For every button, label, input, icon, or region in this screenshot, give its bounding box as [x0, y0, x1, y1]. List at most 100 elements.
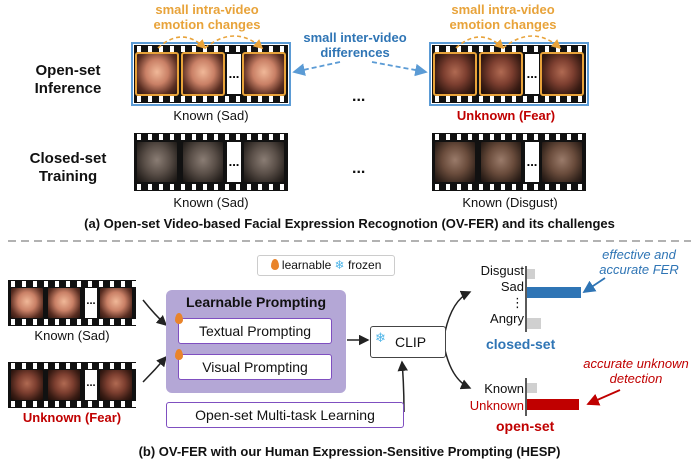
bar-unknown: [527, 399, 579, 410]
flame-icon: [270, 259, 279, 270]
ellipsis-bottom: ...: [352, 160, 366, 177]
face-frame: [481, 142, 521, 182]
film-strip-input-known-sad: ...: [8, 280, 136, 326]
face-frame: [48, 370, 80, 400]
closed-set-label: closed-set: [486, 336, 556, 352]
intra-arc: [455, 36, 505, 50]
closed-set-labels: Disgust Sad ⋮ Angry: [470, 263, 524, 327]
face-frame: [11, 370, 43, 400]
film-strip-closed-known-disgust: ...: [432, 133, 586, 191]
flow-arrow: [142, 355, 167, 383]
annotation-effective-line1: effective and: [602, 247, 676, 262]
film-strip-closed-known-sad: ...: [134, 133, 288, 191]
learnable-prompting-box: Learnable Prompting Textual Prompting Vi…: [166, 290, 346, 393]
caption-known-disgust: Known (Disgust): [462, 195, 558, 210]
row-label-closed-set-line1: Closed-set: [29, 150, 107, 167]
row-label-closed-set: Closed-set Training: [18, 150, 118, 186]
film-strip-open-unknown-fear: ...: [432, 45, 586, 103]
annotation-unknown: accurate unknown detection: [574, 356, 698, 386]
face-frame: [100, 288, 132, 318]
annotation-unknown-line2: detection: [609, 371, 663, 386]
clip-box: ❄ CLIP: [370, 326, 446, 358]
open-set-labels: Known Unknown: [452, 380, 524, 414]
film-ellipsis: ...: [525, 142, 539, 182]
face-frame: [183, 142, 223, 182]
intra-annotation-left-line1: small intra-video: [155, 2, 259, 17]
visual-prompting-box: Visual Prompting: [178, 354, 332, 380]
face-frame: [181, 52, 225, 96]
inter-arrow: [292, 61, 341, 76]
row-label-open-set-line1: Open-set: [35, 62, 101, 79]
face-frame: [244, 142, 284, 182]
flame-icon: [175, 313, 183, 324]
intra-annotation-right: small intra-video emotion changes: [438, 2, 568, 32]
closed-label-ellipsis: ⋮: [511, 295, 524, 310]
face-frame: [135, 52, 179, 96]
intra-annotation-right-line2: emotion changes: [449, 17, 557, 32]
inter-annotation-line2: differences: [320, 45, 390, 60]
intra-annotation-left-line2: emotion changes: [153, 17, 261, 32]
bar-known: [527, 383, 537, 393]
caption-known-sad-top: Known (Sad): [173, 108, 249, 123]
intra-annotation-left: small intra-video emotion changes: [142, 2, 272, 32]
flow-arrow: [142, 299, 168, 327]
face-frame: [433, 52, 477, 96]
face-frame: [100, 370, 132, 400]
open-set-label: open-set: [496, 418, 555, 434]
bar-angry: [527, 318, 541, 329]
intra-annotation-right-line1: small intra-video: [451, 2, 555, 17]
snowflake-icon: ❄: [375, 330, 386, 345]
legend-box: learnable ❄ frozen: [257, 255, 395, 276]
row-label-open-set: Open-set Inference: [18, 62, 118, 98]
film-strip-open-known-sad: ...: [134, 45, 288, 103]
film-ellipsis: ...: [227, 142, 241, 182]
film-ellipsis: ...: [227, 54, 241, 94]
closed-label-sad: Sad: [500, 279, 524, 294]
annotation-arrow-red: [586, 389, 621, 406]
row-label-closed-set-line2: Training: [38, 168, 98, 185]
row-label-open-set-line2: Inference: [34, 80, 102, 97]
ellipsis-top: ...: [352, 88, 366, 105]
inter-annotation: small inter-video differences: [290, 30, 420, 60]
intra-arc: [502, 35, 562, 50]
face-frame: [48, 288, 80, 318]
face-frame: [542, 142, 582, 182]
bar-disgust: [527, 269, 535, 279]
input-caption-known-sad: Known (Sad): [34, 328, 110, 343]
flame-icon: [175, 349, 183, 360]
part-a-title: (a) Open-set Video-based Facial Expressi…: [84, 216, 615, 231]
film-ellipsis: ...: [85, 288, 97, 318]
intra-arc: [157, 36, 207, 50]
intra-arc: [204, 35, 264, 50]
learnable-prompting-title: Learnable Prompting: [185, 294, 327, 310]
caption-known-sad-bottom: Known (Sad): [173, 195, 249, 210]
legend-learnable: learnable: [281, 258, 332, 272]
annotation-unknown-line1: accurate unknown: [583, 356, 689, 371]
multitask-learning-box: Open-set Multi-task Learning: [166, 402, 404, 428]
face-frame: [540, 52, 584, 96]
open-label-unknown: Unknown: [469, 398, 524, 413]
caption-unknown-fear-top: Unknown (Fear): [456, 108, 556, 123]
face-frame: [242, 52, 286, 96]
flow-arrow: [444, 349, 472, 390]
textual-prompting-box: Textual Prompting: [178, 318, 332, 344]
face-frame: [137, 142, 177, 182]
closed-label-angry: Angry: [490, 311, 524, 326]
annotation-effective: effective and accurate FER: [582, 247, 696, 277]
input-caption-unknown-fear: Unknown (Fear): [22, 410, 122, 425]
film-strip-input-unknown-fear: ...: [8, 362, 136, 408]
annotation-arrow-blue: [582, 277, 606, 293]
face-frame: [479, 52, 523, 96]
face-frame: [435, 142, 475, 182]
flow-arrow: [444, 290, 472, 333]
clip-label: CLIP: [395, 334, 427, 350]
open-label-known: Known: [484, 381, 524, 396]
annotation-effective-line2: accurate FER: [599, 262, 679, 277]
snowflake-icon: ❄: [334, 258, 345, 272]
closed-label-disgust: Disgust: [480, 263, 524, 278]
part-b-title: (b) OV-FER with our Human Expression-Sen…: [138, 444, 561, 459]
film-ellipsis: ...: [525, 54, 539, 94]
bar-sad: [527, 287, 581, 298]
inter-arrow: [371, 61, 428, 77]
